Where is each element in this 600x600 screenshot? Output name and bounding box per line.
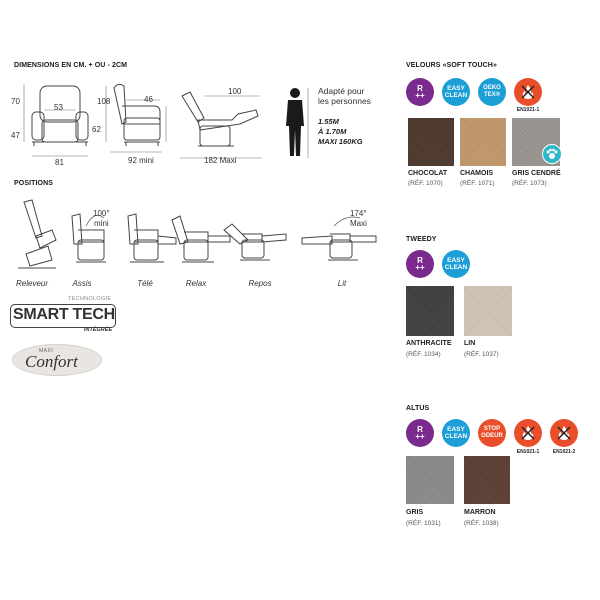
dim-recline-maxi: 182 Maxi	[204, 156, 237, 165]
assis-angle: 100°	[93, 209, 110, 218]
swatch-name-lin: LIN	[464, 340, 476, 347]
dim-front-height: 70	[11, 97, 20, 106]
dim-front-width: 81	[55, 158, 64, 167]
dim-front-seat-height: 47	[11, 131, 20, 140]
fabric-title-altus: ALTUS	[406, 405, 430, 412]
swatch-name-gris-cendre: GRIS CENDRÉ	[512, 170, 561, 177]
fire-resistant-icon	[550, 419, 578, 447]
chair-front-diagram	[10, 76, 110, 168]
person-range2: À 1.70M	[318, 127, 347, 136]
person-text-line1: Adapté pour	[318, 86, 365, 96]
swatch-marron[interactable]	[464, 456, 510, 504]
person-silhouette-icon	[286, 88, 310, 164]
r-plus-icon: R++	[406, 419, 434, 447]
swatch-anthracite[interactable]	[406, 286, 454, 336]
en1021-1-label: EN1021-1	[516, 449, 540, 455]
chair-recline-diagram	[176, 84, 266, 168]
smart-tech-frame	[10, 304, 116, 328]
r-plus-icon: R++	[406, 250, 434, 278]
lit-angle-sub: Maxi	[350, 219, 367, 228]
fabric-title-velours: VELOURS «SOFT TOUCH»	[406, 62, 497, 69]
person-text-line2: les personnes	[318, 96, 371, 106]
dim-side-height: 108	[97, 97, 111, 106]
r-plus-icon: R++	[406, 78, 434, 106]
swatch-ref-lin: (RÉF. 1037)	[464, 351, 499, 358]
position-label-repos: Repos	[248, 279, 272, 288]
maxi-confort-top: MAXI	[39, 348, 54, 354]
swatch-ref-marron: (RÉF. 1038)	[464, 520, 499, 527]
swatch-ref-anthracite: (RÉF. 1034)	[406, 351, 441, 358]
swatch-name-gris: GRIS	[406, 509, 424, 516]
swatch-lin[interactable]	[464, 286, 512, 336]
pet-friendly-icon	[542, 144, 562, 164]
position-label-relax: Relax	[185, 279, 207, 288]
smart-tech-main: SMART TECH	[13, 306, 115, 323]
swatch-ref-gris-cendre: (RÉF. 1073)	[512, 180, 547, 187]
smart-tech-logo: TECHNOLOGIE SMART TECH INTÉGRÉE	[10, 296, 116, 336]
swatch-chocolat[interactable]	[408, 118, 454, 166]
fire-resistant-icon	[514, 78, 542, 106]
position-label-assis: Assis	[72, 279, 92, 288]
dim-recline-length: 100	[228, 87, 242, 96]
smart-tech-bottom: INTÉGRÉE	[84, 327, 113, 333]
dim-side-depth: 46	[144, 95, 153, 104]
smart-tech-top: TECHNOLOGIE	[68, 296, 112, 302]
dimensions-title: DIMENSIONS EN CM. + OU - 2CM	[14, 62, 128, 69]
dim-side-arm-height: 62	[92, 125, 101, 134]
swatch-ref-chamois: (RÉF. 1071)	[460, 180, 495, 187]
person-range1: 1.55M	[318, 117, 339, 126]
maxi-confort-main: Confort	[25, 352, 78, 371]
en1021-1-label: EN1021-1	[516, 107, 540, 113]
swatch-name-marron: MARRON	[464, 509, 496, 516]
chair-side-diagram	[96, 76, 176, 168]
positions-title: POSITIONS	[14, 180, 54, 187]
fire-resistant-icon	[514, 419, 542, 447]
person-weight: MAXI 160KG	[318, 137, 363, 146]
fabric-title-tweedy: TWEEDY	[406, 236, 437, 243]
swatch-gris[interactable]	[406, 456, 454, 504]
position-label-releveur: Releveur	[15, 279, 48, 288]
swatch-name-chamois: CHAMOIS	[460, 170, 494, 177]
position-label-lit: Lit	[337, 279, 347, 288]
assis-angle-sub: mini	[94, 219, 109, 228]
en1021-2-label: EN1021-2	[552, 449, 576, 455]
dim-side-depth-mini: 92 mini	[128, 156, 154, 165]
position-label-tele: Télé	[137, 279, 153, 288]
maxi-confort-logo: MAXI Confort	[12, 344, 102, 376]
positions-diagram	[8, 196, 380, 276]
swatch-ref-chocolat: (RÉF. 1070)	[408, 180, 443, 187]
swatch-name-anthracite: ANTHRACITE	[406, 340, 452, 347]
swatch-ref-gris: (RÉF. 1031)	[406, 520, 441, 527]
swatch-name-chocolat: CHOCOLAT	[408, 170, 448, 177]
dim-front-seat-width: 53	[54, 103, 63, 112]
lit-angle: 174°	[350, 209, 367, 218]
swatch-chamois[interactable]	[460, 118, 506, 166]
